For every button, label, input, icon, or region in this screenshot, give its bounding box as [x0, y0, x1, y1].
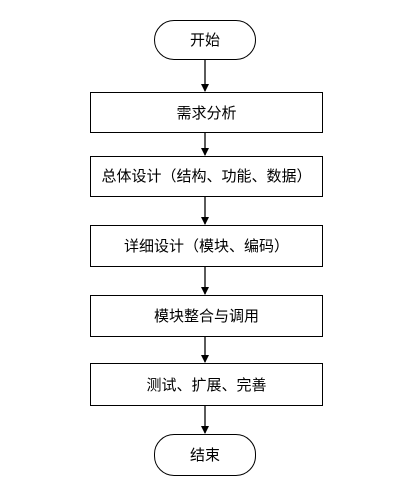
- requirements-analysis-label: 需求分析: [176, 103, 237, 122]
- detailed-design-label: 详细设计（模块、编码）: [123, 237, 289, 255]
- detailed-design-box: 详细设计（模块、编码）: [90, 225, 323, 267]
- module-integration-box: 模块整合与调用: [90, 295, 323, 337]
- end-terminal: 结束: [154, 434, 256, 476]
- overall-design-box: 总体设计（结构、功能、数据）: [90, 156, 323, 197]
- end-label: 结束: [189, 446, 220, 464]
- requirements-analysis-box: 需求分析: [90, 92, 323, 133]
- start-label: 开始: [189, 31, 220, 49]
- module-integration-label: 模块整合与调用: [153, 307, 259, 325]
- testing-label: 测试、扩展、完善: [146, 375, 267, 394]
- overall-design-label: 总体设计（结构、功能、数据）: [101, 167, 312, 185]
- start-terminal: 开始: [154, 20, 256, 60]
- testing-box: 测试、扩展、完善: [90, 363, 323, 406]
